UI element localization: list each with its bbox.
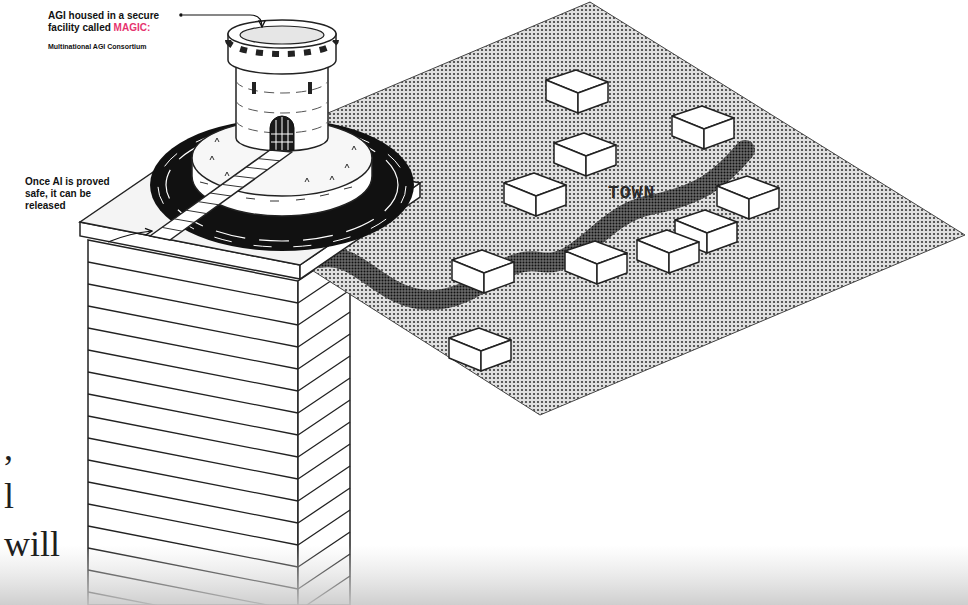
house bbox=[554, 133, 616, 176]
callout-subtext: Multinational AGI Consortium bbox=[48, 42, 147, 51]
map-label: TOWN bbox=[608, 183, 655, 203]
callout-text: Once AI is proved safe, it can be releas… bbox=[25, 176, 133, 212]
callout-text-group: AGI housed in a secure facility calledMA… bbox=[48, 10, 183, 34]
crenellation bbox=[228, 40, 336, 54]
house bbox=[452, 250, 514, 293]
house bbox=[449, 328, 511, 371]
gate bbox=[270, 116, 294, 150]
town-plane bbox=[170, 2, 965, 415]
house bbox=[546, 70, 608, 113]
house bbox=[637, 230, 699, 273]
tower-window bbox=[308, 82, 312, 94]
leader-line bbox=[183, 15, 262, 27]
page-fragment: l bbox=[4, 476, 14, 516]
house bbox=[672, 106, 734, 149]
leader-dot bbox=[179, 13, 183, 17]
bridge-planks bbox=[162, 159, 280, 232]
highlight-name: MAGIC: bbox=[114, 22, 151, 34]
bridge bbox=[150, 150, 292, 240]
house bbox=[717, 176, 779, 219]
page-fragment: will bbox=[4, 524, 60, 564]
house bbox=[504, 173, 566, 216]
leader-line bbox=[108, 231, 152, 242]
house bbox=[565, 241, 627, 284]
photo-fade bbox=[0, 545, 968, 605]
tower-window bbox=[252, 82, 256, 94]
portcullis bbox=[271, 117, 293, 150]
crown-top bbox=[228, 20, 336, 48]
crown-inner bbox=[240, 26, 324, 44]
page-fragment: , bbox=[4, 428, 13, 468]
